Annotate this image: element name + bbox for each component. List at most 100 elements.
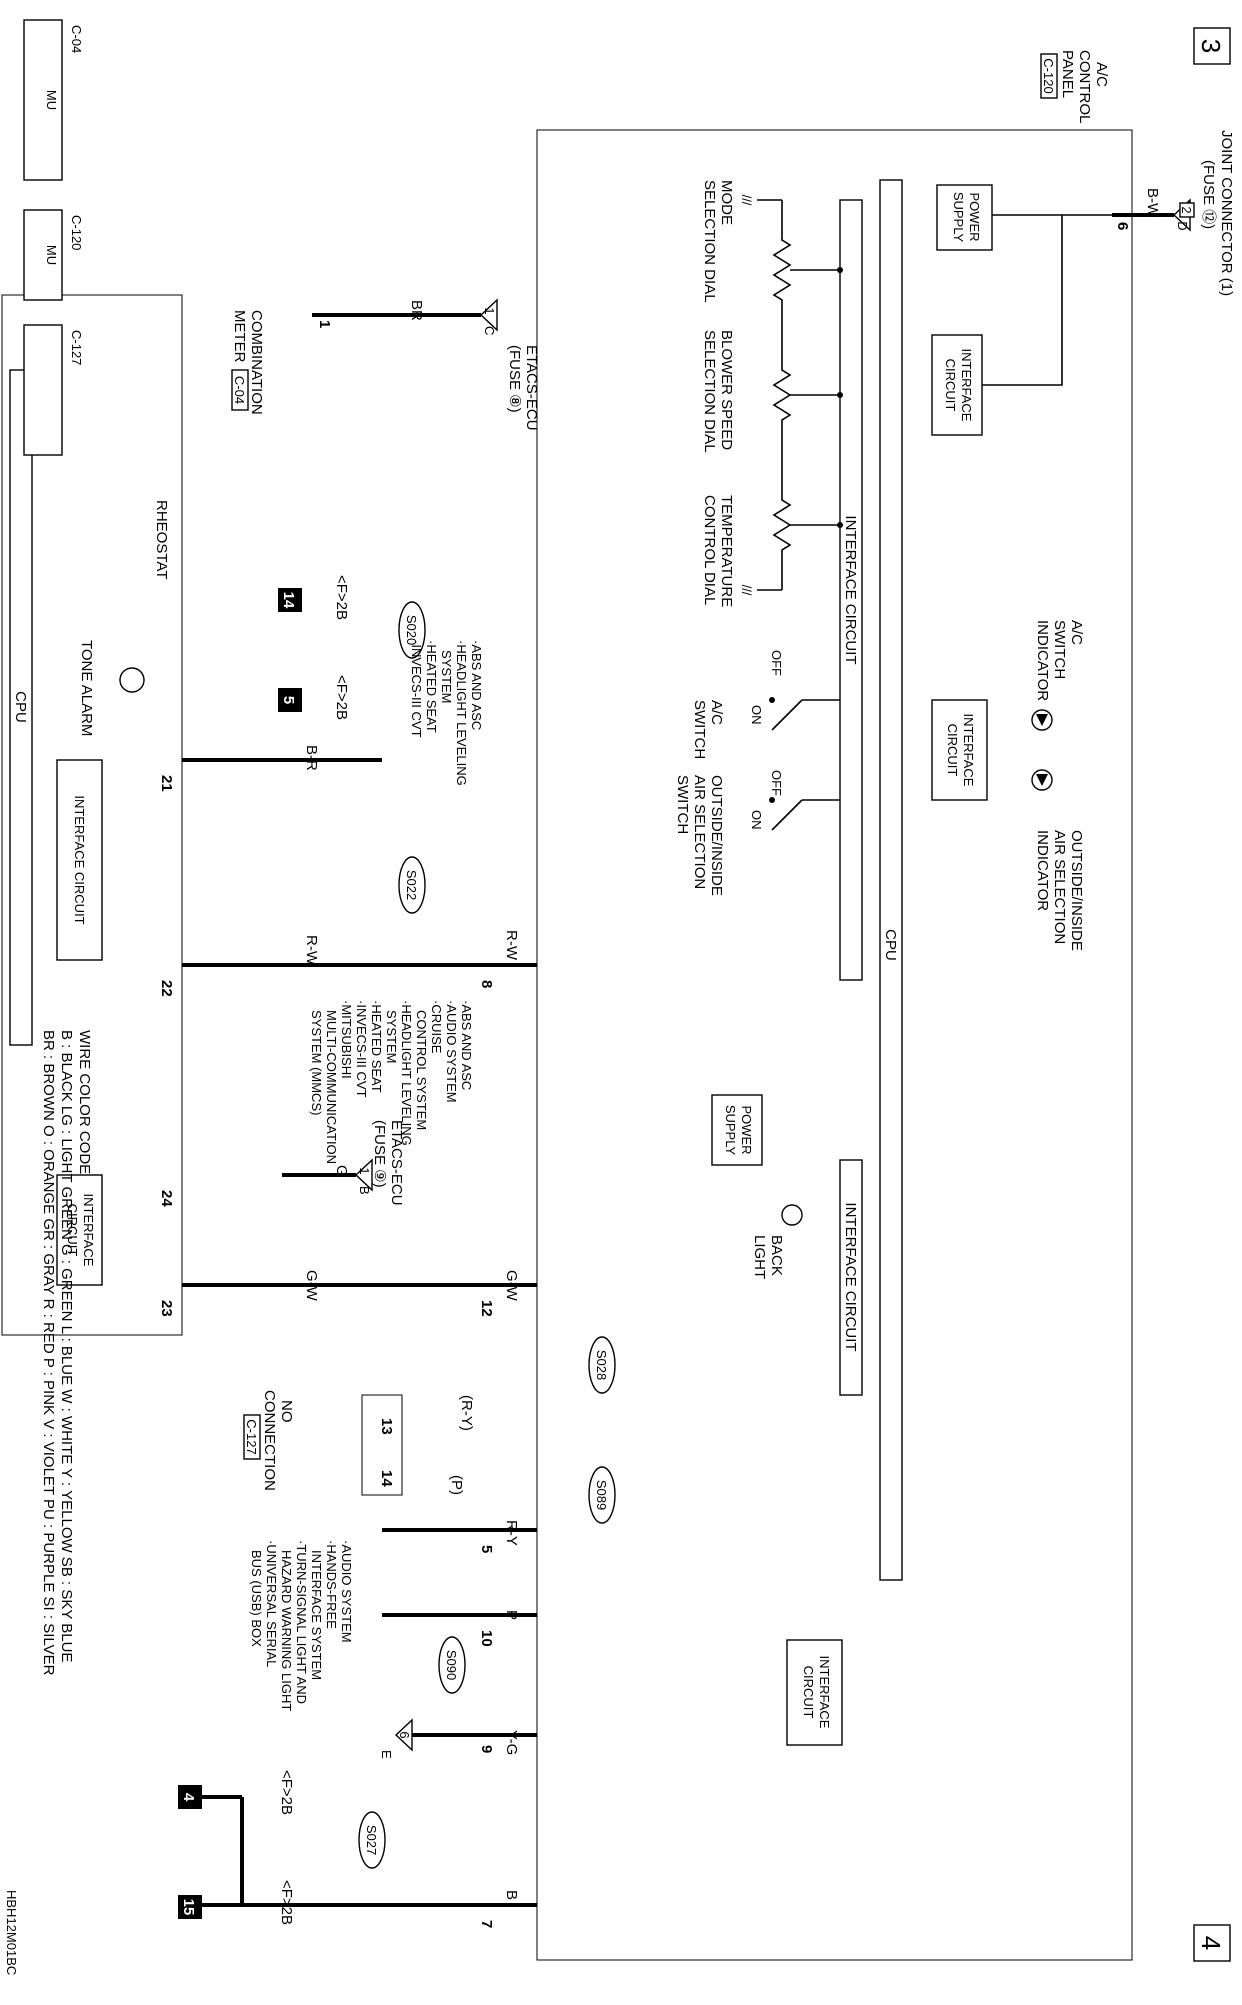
- interface-circuit-bar-2: INTERFACE CIRCUIT: [839, 1159, 863, 1396]
- svg-text:SYSTEM: SYSTEM: [439, 650, 454, 703]
- pin-6: 6: [1114, 222, 1131, 230]
- svg-text:S022: S022: [404, 870, 419, 900]
- svg-text:S089: S089: [594, 1480, 609, 1510]
- svg-text:LIGHT: LIGHT: [751, 1235, 768, 1279]
- svg-text:A/C: A/C: [708, 700, 725, 725]
- outside-inside-indicator: OUTSIDE/INSIDE AIR SELECTION INDICATOR: [1031, 769, 1085, 951]
- power-supply-box-2: POWER SUPPLY: [711, 1094, 763, 1166]
- splice-s028: S028: [588, 1336, 616, 1394]
- svg-text:///: ///: [739, 195, 754, 206]
- svg-text:(FUSE ⑧): (FUSE ⑧): [506, 345, 523, 413]
- svg-text:SWITCH: SWITCH: [674, 775, 691, 834]
- svg-text:C-127: C-127: [244, 1419, 259, 1454]
- svg-text:(FUSE ⑫): (FUSE ⑫): [1200, 160, 1217, 229]
- ac-switch: OFF ON A/C SWITCH: [691, 650, 840, 759]
- no-connection: (R-Y) (P) NO CONNECTION C-127 13 14: [243, 1390, 475, 1496]
- svg-text:B: B: [503, 1890, 520, 1900]
- svg-text:BACK: BACK: [768, 1235, 785, 1276]
- svg-text:C-127: C-127: [69, 330, 84, 365]
- svg-text:INTERFACE SYSTEM: INTERFACE SYSTEM: [309, 1550, 324, 1680]
- svg-text:·INVECS-III CVT: ·INVECS-III CVT: [354, 1000, 369, 1098]
- svg-text:ON: ON: [749, 810, 764, 830]
- meter-interface-circuit-2: INTERFACE CIRCUIT: [56, 1174, 103, 1286]
- svg-text:JOINT CONNECTOR (1): JOINT CONNECTOR (1): [1218, 130, 1235, 296]
- page-code: HBH12M01BC: [4, 1890, 19, 1975]
- svg-text:<F>2B: <F>2B: [333, 575, 350, 620]
- interface-circuit-box-2: INTERFACE CIRCUIT: [931, 699, 988, 801]
- svg-text:CPU: CPU: [12, 691, 29, 723]
- svg-text:B : BLACK LG : LIGHT GREEN: B : BLACK LG : LIGHT GREEN G : GREEN L :…: [58, 1030, 75, 1662]
- svg-text:S027: S027: [364, 1825, 379, 1855]
- svg-text:CIRCUIT: CIRCUIT: [945, 724, 960, 777]
- page-number-right: 4: [1193, 1924, 1231, 1962]
- svg-text:1: 1: [316, 320, 333, 328]
- svg-text:B: B: [357, 1186, 372, 1195]
- svg-text:MODE: MODE: [718, 180, 735, 225]
- svg-text:POWER: POWER: [739, 1105, 754, 1154]
- pin-7-wire: 7 B: [242, 1890, 537, 1928]
- svg-text:·TURN-SIGNAL LIGHT AND: ·TURN-SIGNAL LIGHT AND: [294, 1540, 309, 1704]
- svg-text:BUS (USB) BOX: BUS (USB) BOX: [249, 1550, 264, 1647]
- outside-inside-air-switch: OFF ON OUTSIDE/INSIDE AIR SELECTION SWIT…: [674, 770, 840, 896]
- wire-bw-label: B-W: [1144, 188, 1161, 218]
- svg-text:PANEL: PANEL: [1059, 50, 1076, 98]
- svg-text:CIRCUIT: CIRCUIT: [801, 1666, 816, 1719]
- meter-interface-circuit: INTERFACE CIRCUIT: [56, 759, 103, 961]
- svg-text:R-W: R-W: [503, 930, 520, 961]
- svg-text:COMBINATION: COMBINATION: [248, 310, 265, 415]
- svg-text:INTERFACE: INTERFACE: [81, 1194, 96, 1267]
- svg-text:·MITSUBISHI: ·MITSUBISHI: [339, 1000, 354, 1079]
- svg-text:SWITCH: SWITCH: [691, 700, 708, 759]
- temperature-control-dial: /// TEMPERATURE CONTROL DIAL: [701, 460, 843, 607]
- wire-color-legend: WIRE COLOR CODE B : BLACK LG : LIGHT GRE…: [40, 1030, 93, 1676]
- svg-text:OFF: OFF: [769, 650, 784, 676]
- svg-text:CONTROL: CONTROL: [1076, 50, 1093, 123]
- svg-text:CONNECTION: CONNECTION: [261, 1390, 278, 1491]
- svg-text:INTERFACE CIRCUIT: INTERFACE CIRCUIT: [842, 515, 859, 664]
- ground-14: <F>2B 14: [278, 575, 350, 620]
- splice-s027: S027: [358, 1811, 386, 1869]
- svg-text:BR : BROWN O : ORANGE GR :: BR : BROWN O : ORANGE GR : GRAY R : RED …: [40, 1030, 57, 1676]
- svg-text:CPU: CPU: [882, 929, 899, 961]
- note-s022-systems: ·ABS AND ASC ·HEADLIGHT LEVELING SYSTEM …: [409, 640, 484, 786]
- svg-text:OUTSIDE/INSIDE: OUTSIDE/INSIDE: [708, 775, 725, 896]
- svg-text:CIRCUIT: CIRCUIT: [943, 359, 958, 412]
- tone-alarm: TONE ALARM: [78, 640, 145, 736]
- blower-speed-selection-dial: BLOWER SPEED SELECTION DIAL: [701, 330, 843, 460]
- svg-text:METER: METER: [231, 310, 248, 363]
- ac-control-panel-box: [536, 129, 1133, 1961]
- svg-text:INTERFACE CIRCUIT: INTERFACE CIRCUIT: [842, 1202, 859, 1351]
- svg-text:·HEADLIGHT LEVELING: ·HEADLIGHT LEVELING: [454, 640, 469, 786]
- svg-text:·CRUISE: ·CRUISE: [429, 1000, 444, 1054]
- svg-text:R-Y: R-Y: [503, 1520, 520, 1546]
- wire-rw-label-lower: R-W: [303, 935, 320, 966]
- svg-text:15: 15: [180, 1899, 197, 1916]
- svg-text:23: 23: [158, 1300, 175, 1317]
- svg-text:AIR SELECTION: AIR SELECTION: [1051, 830, 1068, 944]
- svg-text:MU: MU: [44, 90, 59, 110]
- svg-text:D: D: [1175, 221, 1190, 230]
- svg-text:SUPPLY: SUPPLY: [951, 192, 966, 243]
- pin-10-wire: 10 P: [382, 1610, 537, 1647]
- svg-text:13: 13: [378, 1418, 395, 1435]
- pin-5-wire: 5 R-Y: [382, 1520, 537, 1553]
- svg-text:·HEADLIGHT LEVELING: ·HEADLIGHT LEVELING: [399, 1000, 414, 1146]
- note-audio-systems: ·AUDIO SYSTEM ·HANDS-FREE INTERFACE SYST…: [249, 1540, 354, 1711]
- note-rw-systems: ·ABS AND ASC ·AUDIO SYSTEM ·CRUISE CONTR…: [309, 1000, 474, 1164]
- interface-circuit-box-1: INTERFACE CIRCUIT: [931, 334, 983, 436]
- svg-text:·ABS AND ASC: ·ABS AND ASC: [469, 640, 484, 730]
- svg-text:·ABS AND ASC: ·ABS AND ASC: [459, 1000, 474, 1090]
- cpu-bar: CPU: [879, 179, 903, 1581]
- svg-text:5: 5: [280, 696, 297, 704]
- svg-text:CONTROL SYSTEM: CONTROL SYSTEM: [414, 1010, 429, 1130]
- ground-4: <F>2B 4: [178, 1770, 295, 1815]
- svg-text:A/C: A/C: [1093, 62, 1110, 87]
- svg-text:INTERFACE: INTERFACE: [959, 349, 974, 422]
- svg-text:14: 14: [280, 592, 297, 609]
- svg-text:ETACS-ECU: ETACS-ECU: [388, 1120, 405, 1206]
- svg-text:10: 10: [478, 1630, 495, 1647]
- svg-text:7: 7: [478, 1920, 495, 1928]
- svg-text:SYSTEM: SYSTEM: [384, 1010, 399, 1063]
- svg-text:·INVECS-III CVT: ·INVECS-III CVT: [409, 640, 424, 738]
- svg-text:B-W: B-W: [1144, 188, 1161, 218]
